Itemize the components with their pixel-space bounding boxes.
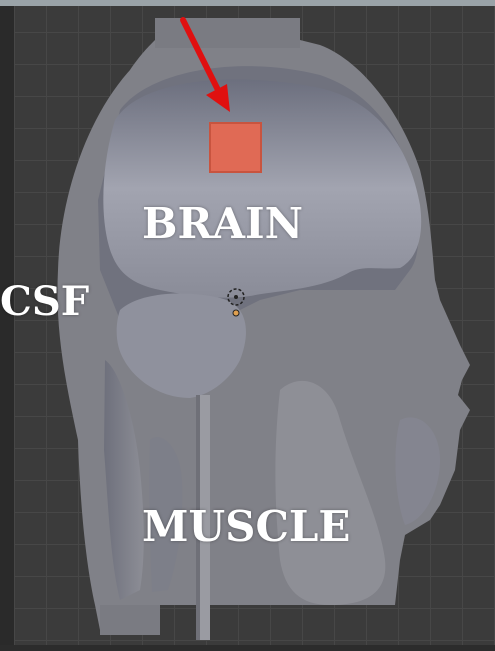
base-block-left bbox=[100, 605, 160, 635]
brain-label: BRAIN bbox=[142, 203, 303, 245]
csf-label: CSF bbox=[0, 282, 89, 322]
red-square-marker bbox=[210, 123, 261, 172]
muscle-label: MUSCLE bbox=[142, 506, 350, 548]
top-cap-block bbox=[155, 18, 300, 48]
